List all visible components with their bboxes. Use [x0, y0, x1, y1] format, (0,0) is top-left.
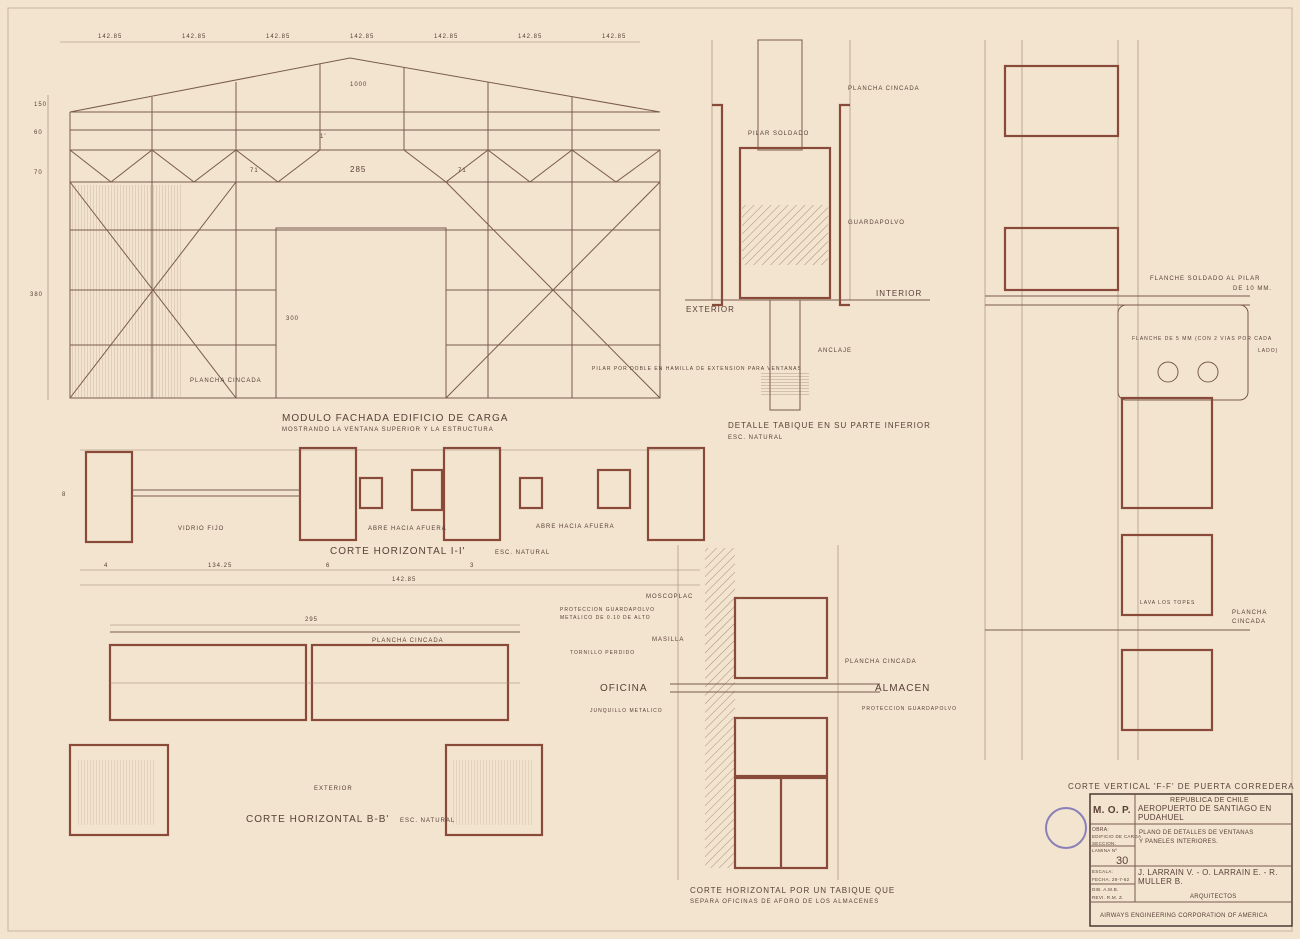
plano: PLANO DE DETALLES DE VENTANAS [1139, 830, 1254, 836]
facade-elevation: 142.85 142.85 142.85 142.85 142.85 142.85 142.… [30, 34, 802, 433]
label: CINCADA [1232, 619, 1266, 625]
label: PLANCHA CINCADA [372, 638, 444, 644]
fecha: FECHA: 28-7-62 [1092, 877, 1130, 882]
dim: 134.25 [208, 563, 232, 569]
label: OBRA: [1092, 827, 1109, 833]
note-plancha: PLANCHA CINCADA [190, 378, 262, 384]
lamina-number: 30 [1116, 855, 1128, 867]
label: LAMINA Nº [1092, 848, 1117, 853]
label: PROTECCION GUARDAPOLVO [560, 607, 655, 613]
dim-top: 142.85 [350, 34, 374, 40]
dim-side: 150 [34, 102, 47, 108]
dim: 4 [104, 563, 108, 569]
label-oficina: OFICINA [600, 683, 648, 694]
obra: EDIFICIO DE CARGA [1092, 834, 1141, 839]
label: METALICO DE 0.10 DE ALTO [560, 615, 651, 621]
label: ABRE HACIA AFUERA [536, 524, 615, 530]
label: PLANCHA [1232, 610, 1267, 616]
dim-top: 142.85 [434, 34, 458, 40]
label: SECCION: [1092, 841, 1116, 846]
label: EXTERIOR [314, 786, 353, 792]
corte-title: CORTE VERTICAL 'F-F' DE PUERTA CORREDERA [1068, 782, 1295, 791]
republic: REPUBLICA DE CHILE [1170, 797, 1249, 804]
dim-top: 142.85 [602, 34, 626, 40]
dim-top: 142.85 [518, 34, 542, 40]
dim-top: 142.85 [266, 34, 290, 40]
facade-subtitle: MOSTRANDO LA VENTANA SUPERIOR Y LA ESTRU… [282, 427, 494, 433]
dim-height: 300 [286, 316, 299, 322]
label: FLANCHE DE 5 MM (CON 2 VIAS POR CADA [1132, 336, 1272, 342]
label: ABRE HACIA AFUERA [368, 526, 447, 532]
corte-horizontal-b: 295 PLANCHA CINCADA EXTERIOR CORTE HORIZ… [68, 617, 544, 837]
dim: 142.85 [392, 577, 416, 583]
plano: Y PANELES INTERIORES. [1139, 839, 1218, 845]
label-almacen: ALMACEN [875, 683, 930, 694]
label: TORNILLO PERDIDO [570, 650, 635, 656]
dib: DIB. A.M.B. [1092, 887, 1119, 892]
corte-vertical-f: FLANCHE SOLDADO AL PILAR DE 10 MM. FLANC… [984, 40, 1295, 791]
title-block: M. O. P. REPUBLICA DE CHILE AEROPUERTO D… [1045, 793, 1293, 927]
dim-side: 60 [34, 130, 43, 136]
arquitectos: ARQUITECTOS [1190, 894, 1237, 900]
label: VIDRIO FIJO [178, 526, 224, 532]
corte-title: CORTE HORIZONTAL I-I' [330, 546, 466, 557]
label: FLANCHE SOLDADO AL PILAR [1150, 276, 1260, 282]
corte-title: CORTE HORIZONTAL POR UN TABIQUE QUE [690, 886, 895, 895]
label: EXTERIOR [686, 305, 735, 314]
corte-horizontal-i: VIDRIO FIJO ABRE HACIA AFUERA ABRE HACIA… [62, 446, 706, 586]
label: ANCLAJE [818, 348, 852, 354]
label: JUNQUILLO METALICO [590, 708, 663, 714]
label: PLANCHA CINCADA [845, 659, 917, 665]
dim-side: 380 [30, 292, 43, 298]
dim: 295 [305, 617, 318, 623]
label: GUARDAPOLVO [848, 220, 905, 226]
dim-span: 1000 [350, 82, 367, 88]
stamp [1045, 807, 1087, 849]
corte-tabique: MOSCOPLAC PROTECCION GUARDAPOLVO METALIC… [560, 545, 957, 905]
dim-center: 285 [350, 165, 366, 174]
detail-tabique: PLANCHA CINCADA PILAR SOLDADO GUARDAPOLV… [685, 39, 931, 441]
label: MOSCOPLAC [646, 594, 693, 600]
label: DE 10 MM. [1233, 286, 1272, 292]
airport: AEROPUERTO DE SANTIAGO EN PUDAHUEL [1138, 804, 1272, 822]
architects: J. LARRAIN V. - O. LARRAIN E. - R. MULLE… [1138, 868, 1278, 886]
scale: ESC. NATURAL [400, 818, 455, 824]
scale: ESC. NATURAL [728, 435, 783, 441]
corte-title: CORTE HORIZONTAL B-B' [246, 814, 389, 825]
sheet-border [7, 7, 1293, 932]
dim: 3 [470, 563, 474, 569]
label: LADO) [1258, 348, 1278, 354]
scale: ESC. NATURAL [495, 550, 550, 556]
facade-title: MODULO FACHADA EDIFICIO DE CARGA [282, 413, 508, 424]
label: PROTECCION GUARDAPOLVO [862, 706, 957, 712]
dim-top: 142.85 [98, 34, 122, 40]
dim-side: 70 [34, 170, 43, 176]
label: ESCALA: [1092, 869, 1113, 874]
dim: 6 [326, 563, 330, 569]
org: M. O. P. [1093, 805, 1131, 816]
mark: 71 [458, 168, 467, 174]
note-pilar: PILAR POR DOBLE EN HAMILLA DE EXTENSION … [592, 366, 802, 372]
label: PLANCHA CINCADA [848, 86, 920, 92]
corporation: AIRWAYS ENGINEERING CORPORATION OF AMERI… [1100, 913, 1268, 919]
mark: 1' [320, 134, 326, 140]
dim: 8 [62, 492, 66, 498]
dim-top: 142.85 [182, 34, 206, 40]
label: MASILLA [652, 637, 684, 643]
revi: REVI. R.M. Z. [1092, 895, 1124, 900]
corte-subtitle: SEPARA OFICINAS DE AFORO DE LOS ALMACENE… [690, 899, 879, 905]
label: PILAR SOLDADO [748, 131, 809, 137]
mark: 71 [250, 168, 259, 174]
detail-title: DETALLE TABIQUE EN SU PARTE INFERIOR [728, 421, 931, 430]
label: INTERIOR [876, 289, 922, 298]
label: LAVA LOS TOPES [1140, 600, 1195, 606]
